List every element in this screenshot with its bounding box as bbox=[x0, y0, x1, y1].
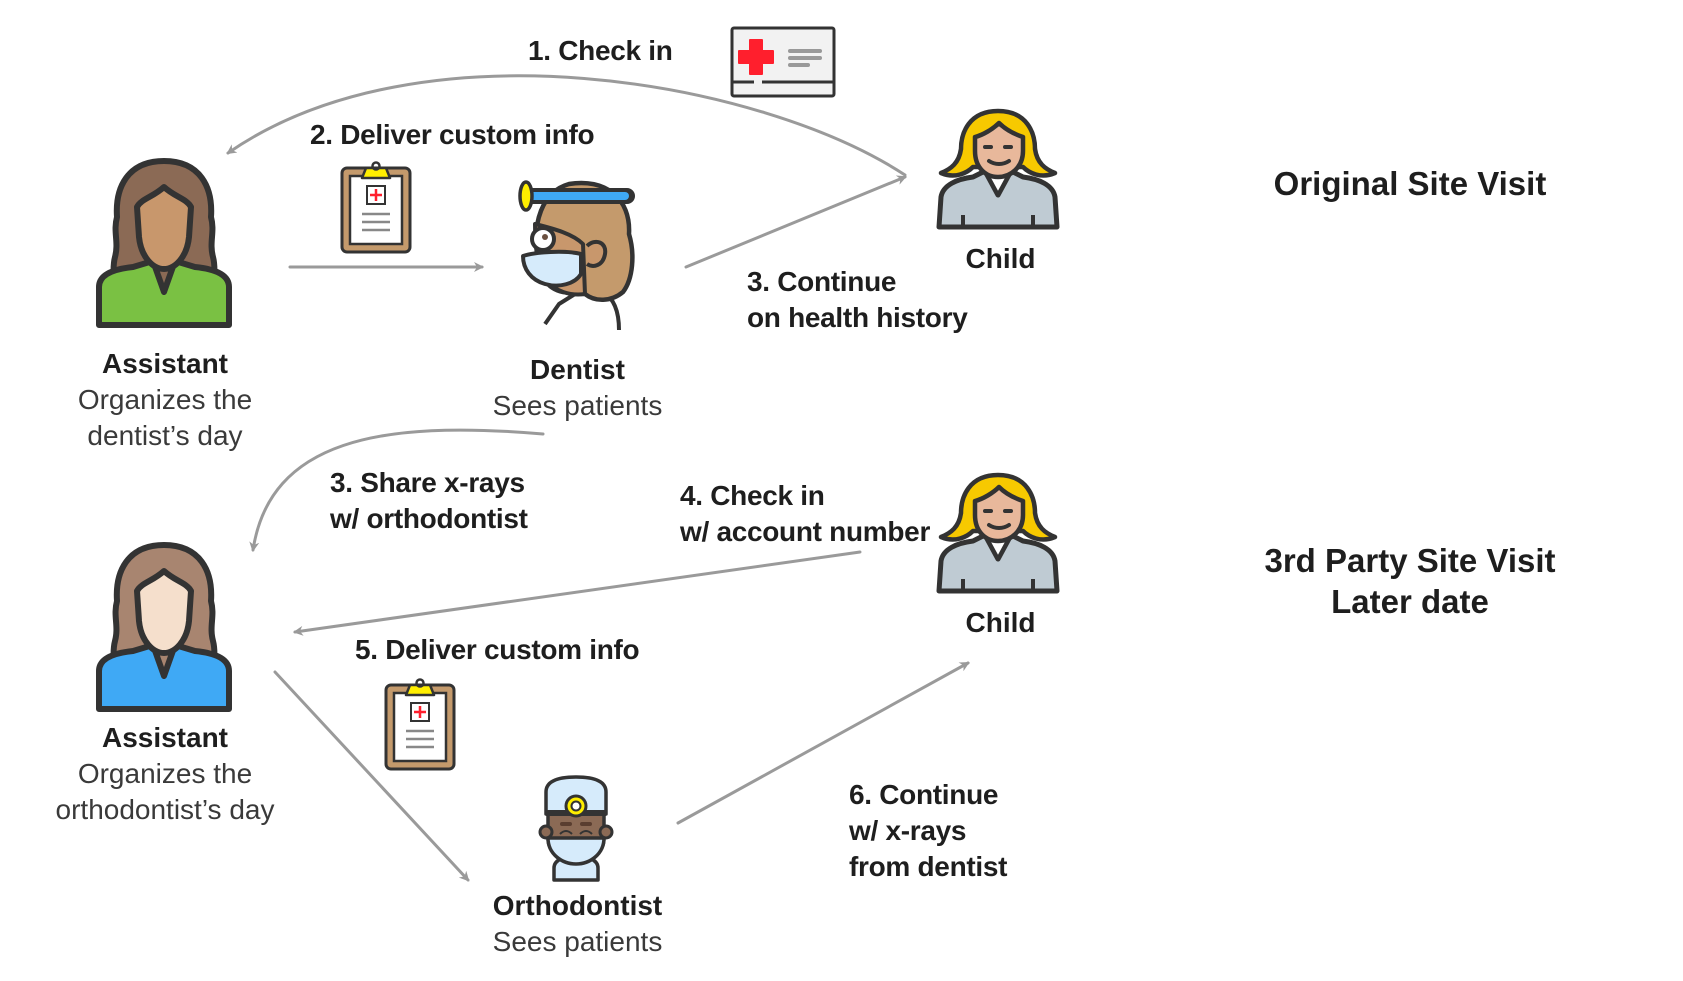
assistant-icon bbox=[93, 157, 235, 329]
assistant-icon bbox=[93, 541, 235, 713]
section-third-party: 3rd Party Site Visit Later date bbox=[1245, 540, 1575, 622]
step-6-label: 6. Continue w/ x-rays from dentist bbox=[849, 777, 1007, 885]
step-2-label: 2. Deliver custom info bbox=[310, 119, 595, 150]
step-3-line2: on health history bbox=[747, 302, 968, 333]
arrow-deliver-info-2 bbox=[273, 670, 470, 882]
role-name: Dentist bbox=[530, 354, 625, 385]
step-4-line1: 4. Check in bbox=[680, 480, 825, 511]
child-icon bbox=[933, 471, 1063, 595]
step-4-line2: w/ account number bbox=[680, 516, 931, 547]
arrow-check-in-account bbox=[293, 550, 862, 636]
role-name: Assistant bbox=[101, 722, 229, 753]
role-desc: Sees patients bbox=[492, 926, 663, 957]
role-name: Assistant bbox=[101, 348, 229, 379]
role-desc: Sees patients bbox=[492, 390, 663, 421]
clipboard-icon bbox=[340, 160, 412, 254]
section-third-party-subtitle: Later date bbox=[1331, 583, 1489, 620]
step-1-label: 1. Check in bbox=[528, 35, 673, 66]
health-card-icon bbox=[730, 26, 836, 98]
step-3-line1: 3. Continue bbox=[747, 266, 897, 297]
assistant-role-2: Assistant Organizes the orthodontist’s d… bbox=[40, 720, 290, 828]
arrow-check-in bbox=[226, 74, 907, 177]
section-original-title: Original Site Visit bbox=[1273, 165, 1547, 202]
step-6-line3: from dentist bbox=[849, 851, 1008, 882]
step-3b-line1: 3. Share x-rays bbox=[330, 467, 525, 498]
child-role-2: Child bbox=[938, 605, 1063, 641]
step-4-label: 4. Check in w/ account number bbox=[680, 478, 930, 550]
role-name: Child bbox=[965, 243, 1036, 274]
orthodontist-role: Orthodontist Sees patients bbox=[470, 888, 685, 960]
section-third-party-title: 3rd Party Site Visit bbox=[1264, 542, 1556, 579]
arrow-continue-health bbox=[684, 175, 907, 269]
assistant-role-1: Assistant Organizes the dentist’s day bbox=[60, 346, 270, 454]
child-role-1: Child bbox=[938, 241, 1063, 277]
role-desc-line2: orthodontist’s day bbox=[55, 794, 275, 825]
clipboard-icon bbox=[384, 677, 456, 771]
step-3b-line2: w/ orthodontist bbox=[330, 503, 528, 534]
role-desc-line2: dentist’s day bbox=[87, 420, 243, 451]
arrow-share-xrays bbox=[249, 428, 545, 552]
step-3-continue-label: 3. Continue on health history bbox=[747, 264, 968, 336]
dentist-role: Dentist Sees patients bbox=[470, 352, 685, 424]
step-5-label: 5. Deliver custom info bbox=[355, 634, 640, 665]
role-name: Child bbox=[965, 607, 1036, 638]
step-6-line1: 6. Continue bbox=[849, 779, 999, 810]
role-desc-line1: Organizes the bbox=[77, 758, 253, 789]
child-icon bbox=[933, 107, 1063, 231]
role-desc-line1: Organizes the bbox=[77, 384, 253, 415]
step-3-share-label: 3. Share x-rays w/ orthodontist bbox=[330, 465, 528, 537]
orthodontist-icon bbox=[538, 774, 614, 884]
dentist-icon bbox=[515, 174, 639, 334]
step-6-line2: w/ x-rays bbox=[849, 815, 967, 846]
role-name: Orthodontist bbox=[492, 890, 663, 921]
arrow-continue-xrays bbox=[676, 661, 970, 825]
